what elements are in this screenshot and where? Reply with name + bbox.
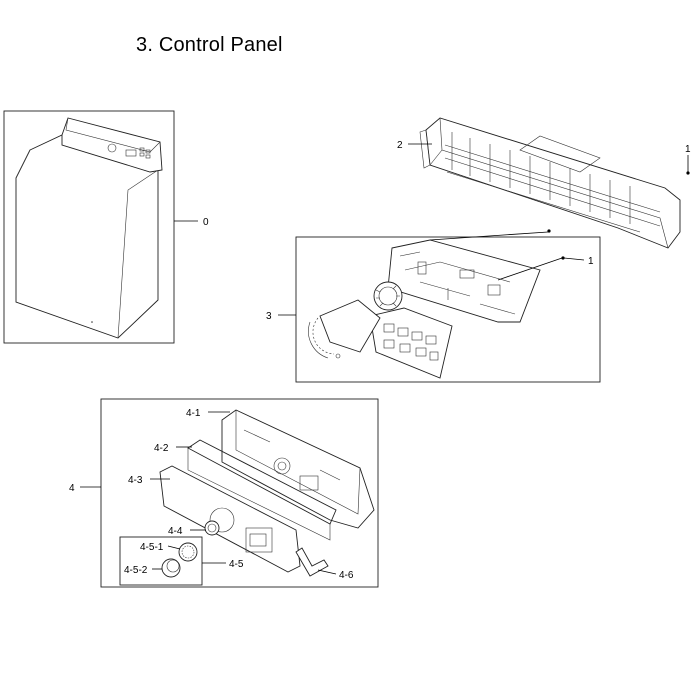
label-0: 0 bbox=[203, 217, 209, 228]
part-4-frame bbox=[100, 398, 379, 588]
label-4-5-1: 4-5-1 bbox=[140, 542, 164, 553]
display-pcb-board bbox=[369, 307, 453, 379]
main-pcb-board bbox=[387, 239, 541, 323]
panel-housing bbox=[221, 409, 375, 529]
label-3: 3 bbox=[266, 311, 272, 322]
knob-ring-4-5-1 bbox=[178, 542, 198, 562]
page-title: 3. Control Panel bbox=[136, 34, 283, 56]
label-4-5-2: 4-5-2 bbox=[124, 565, 148, 576]
encoder-cover bbox=[319, 299, 381, 353]
rear-cover-group: 2 1 bbox=[397, 117, 691, 249]
washer-cabinet-group: 0 bbox=[3, 110, 209, 344]
rear-cover-frame bbox=[425, 117, 681, 249]
knob-ring-4-4 bbox=[204, 520, 220, 536]
panel-overlay bbox=[159, 465, 301, 573]
label-4-1: 4-1 bbox=[186, 408, 201, 419]
label-2: 2 bbox=[397, 140, 403, 151]
part-3-frame bbox=[295, 236, 601, 383]
control-panel-group: 4 4-1 4-2 4-3 4-4 4-5 4-5-1 4-5-2 4-6 bbox=[69, 398, 379, 588]
part-4-5-frame bbox=[119, 536, 203, 586]
label-4: 4 bbox=[69, 483, 75, 494]
washer-knob-icon bbox=[107, 143, 117, 153]
label-4-4: 4-4 bbox=[168, 526, 183, 537]
label-1-top: 1 bbox=[685, 144, 691, 155]
knob-cap-4-5-2 bbox=[161, 558, 181, 578]
pcb-encoder-dial bbox=[373, 281, 403, 311]
bracket-4-6 bbox=[295, 547, 329, 577]
label-4-5: 4-5 bbox=[229, 559, 244, 570]
label-4-2: 4-2 bbox=[154, 443, 169, 454]
label-4-3: 4-3 bbox=[128, 475, 143, 486]
label-1-right: 1 bbox=[588, 256, 594, 267]
pcb-assembly-group: 3 1 bbox=[266, 229, 601, 383]
panel-frame bbox=[187, 439, 337, 525]
part-0-frame bbox=[3, 110, 175, 344]
label-4-6: 4-6 bbox=[339, 570, 354, 581]
